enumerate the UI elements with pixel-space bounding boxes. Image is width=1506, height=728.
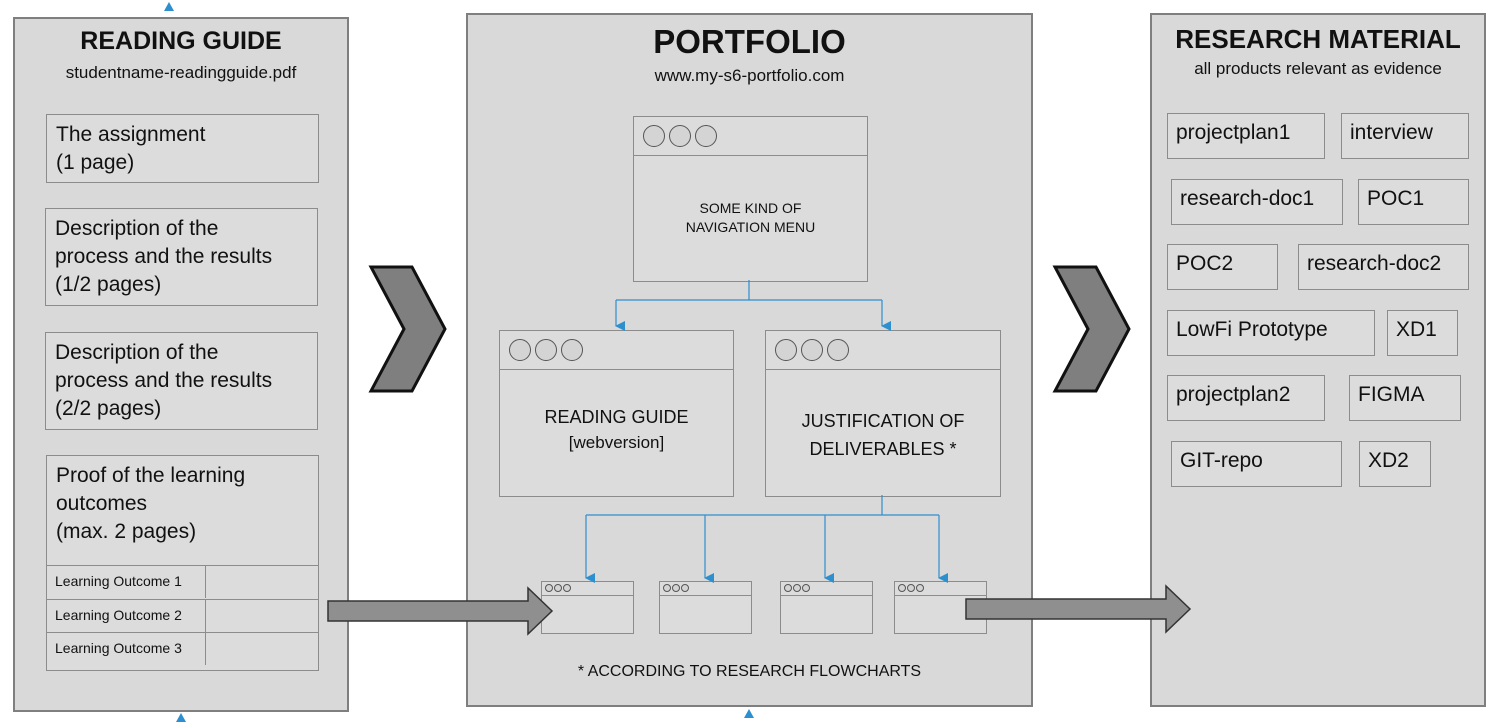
window-dot-icon — [681, 584, 689, 592]
research-item: FIGMA — [1349, 375, 1461, 421]
portfolio-panel: PORTFOLIO www.my-s6-portfolio.com SOME K… — [466, 13, 1033, 707]
window-dot-icon — [554, 584, 562, 592]
reading-guide-web-sublabel: [webversion] — [568, 433, 665, 452]
window-dot-icon — [801, 339, 823, 361]
section-process-2-text: Description of the process and the resul… — [55, 341, 273, 420]
deliverables-connector — [585, 495, 948, 583]
arrow-up-icon — [164, 2, 174, 11]
window-dot-icon — [535, 339, 557, 361]
deliverable-window — [541, 581, 634, 634]
window-dot-icon — [907, 584, 915, 592]
navigation-menu-label: SOME KIND OF NAVIGATION MENU — [685, 200, 816, 235]
window-dot-icon — [561, 339, 583, 361]
window-dot-icon — [509, 339, 531, 361]
deliverable-window — [659, 581, 752, 634]
reading-guide-panel: READING GUIDE studentname-readingguide.p… — [13, 17, 349, 712]
reading-guide-web-window: READING GUIDE [webversion] — [499, 330, 734, 497]
arrow-up-icon — [744, 709, 754, 718]
window-title-bar — [542, 582, 633, 596]
learning-outcome-row: Learning Outcome 1 — [47, 565, 318, 598]
justification-label: JUSTIFICATION OF DELIVERABLES * — [801, 411, 965, 459]
learning-outcome-cell — [205, 566, 318, 598]
window-dot-icon — [916, 584, 924, 592]
research-item: research-doc1 — [1171, 179, 1343, 225]
learning-outcome-cell — [205, 633, 318, 665]
section-assignment-text: The assignment (1 page) — [56, 123, 206, 174]
learning-outcome-row: Learning Outcome 3 — [47, 632, 318, 665]
window-title-bar — [766, 331, 1000, 370]
research-item: LowFi Prototype — [1167, 310, 1375, 356]
section-process-1: Description of the process and the resul… — [45, 208, 318, 306]
portfolio-title: PORTFOLIO — [653, 23, 846, 60]
flow-arrow-icon — [327, 586, 554, 636]
window-dot-icon — [898, 584, 906, 592]
section-assignment: The assignment (1 page) — [46, 114, 319, 183]
window-title-bar — [500, 331, 733, 370]
research-item: XD2 — [1359, 441, 1431, 487]
learning-outcome-label: Learning Outcome 2 — [55, 607, 182, 623]
window-dot-icon — [563, 584, 571, 592]
window-title-bar — [660, 582, 751, 596]
portfolio-footnote: * ACCORDING TO RESEARCH FLOWCHARTS — [577, 663, 922, 680]
portfolio-url: www.my-s6-portfolio.com — [654, 66, 845, 85]
research-material-panel: RESEARCH MATERIAL all products relevant … — [1150, 13, 1486, 707]
window-dot-icon — [663, 584, 671, 592]
window-dot-icon — [672, 584, 680, 592]
learning-outcome-cell — [205, 600, 318, 632]
learning-outcome-row: Learning Outcome 2 — [47, 599, 318, 632]
window-dot-icon — [793, 584, 801, 592]
window-title-bar — [634, 117, 867, 156]
research-item: POC2 — [1167, 244, 1278, 290]
navigation-window: SOME KIND OF NAVIGATION MENU — [633, 116, 868, 282]
window-title-bar — [895, 582, 986, 596]
research-material-subtitle: all products relevant as evidence — [1194, 59, 1442, 78]
window-dot-icon — [784, 584, 792, 592]
section-process-1-text: Description of the process and the resul… — [55, 217, 273, 296]
window-dot-icon — [643, 125, 665, 147]
section-learning-outcomes: Proof of the learning outcomes (max. 2 p… — [46, 455, 319, 671]
section-learning-outcomes-text: Proof of the learning outcomes (max. 2 p… — [56, 464, 246, 543]
window-dot-icon — [802, 584, 810, 592]
window-dot-icon — [827, 339, 849, 361]
research-item: POC1 — [1358, 179, 1469, 225]
window-dot-icon — [695, 125, 717, 147]
chevron-right-icon — [368, 265, 447, 393]
research-material-title: RESEARCH MATERIAL — [1175, 24, 1461, 54]
arrow-up-icon — [176, 713, 186, 722]
reading-guide-title: READING GUIDE — [80, 27, 282, 55]
learning-outcome-label: Learning Outcome 1 — [55, 573, 182, 589]
research-item: projectplan1 — [1167, 113, 1325, 159]
window-dot-icon — [775, 339, 797, 361]
deliverable-window — [780, 581, 873, 634]
window-dot-icon — [545, 584, 553, 592]
chevron-right-icon — [1052, 265, 1131, 393]
window-dot-icon — [669, 125, 691, 147]
navigation-connector — [615, 280, 891, 331]
justification-window: JUSTIFICATION OF DELIVERABLES * — [765, 330, 1001, 497]
learning-outcome-label: Learning Outcome 3 — [55, 640, 182, 656]
reading-guide-web-label: READING GUIDE — [544, 407, 689, 427]
reading-guide-filename: studentname-readingguide.pdf — [65, 63, 297, 82]
research-item: GIT-repo — [1171, 441, 1342, 487]
research-item: projectplan2 — [1167, 375, 1325, 421]
research-item: XD1 — [1387, 310, 1458, 356]
research-item: interview — [1341, 113, 1469, 159]
section-process-2: Description of the process and the resul… — [45, 332, 318, 430]
window-title-bar — [781, 582, 872, 596]
research-item: research-doc2 — [1298, 244, 1469, 290]
flow-arrow-icon — [965, 584, 1192, 634]
